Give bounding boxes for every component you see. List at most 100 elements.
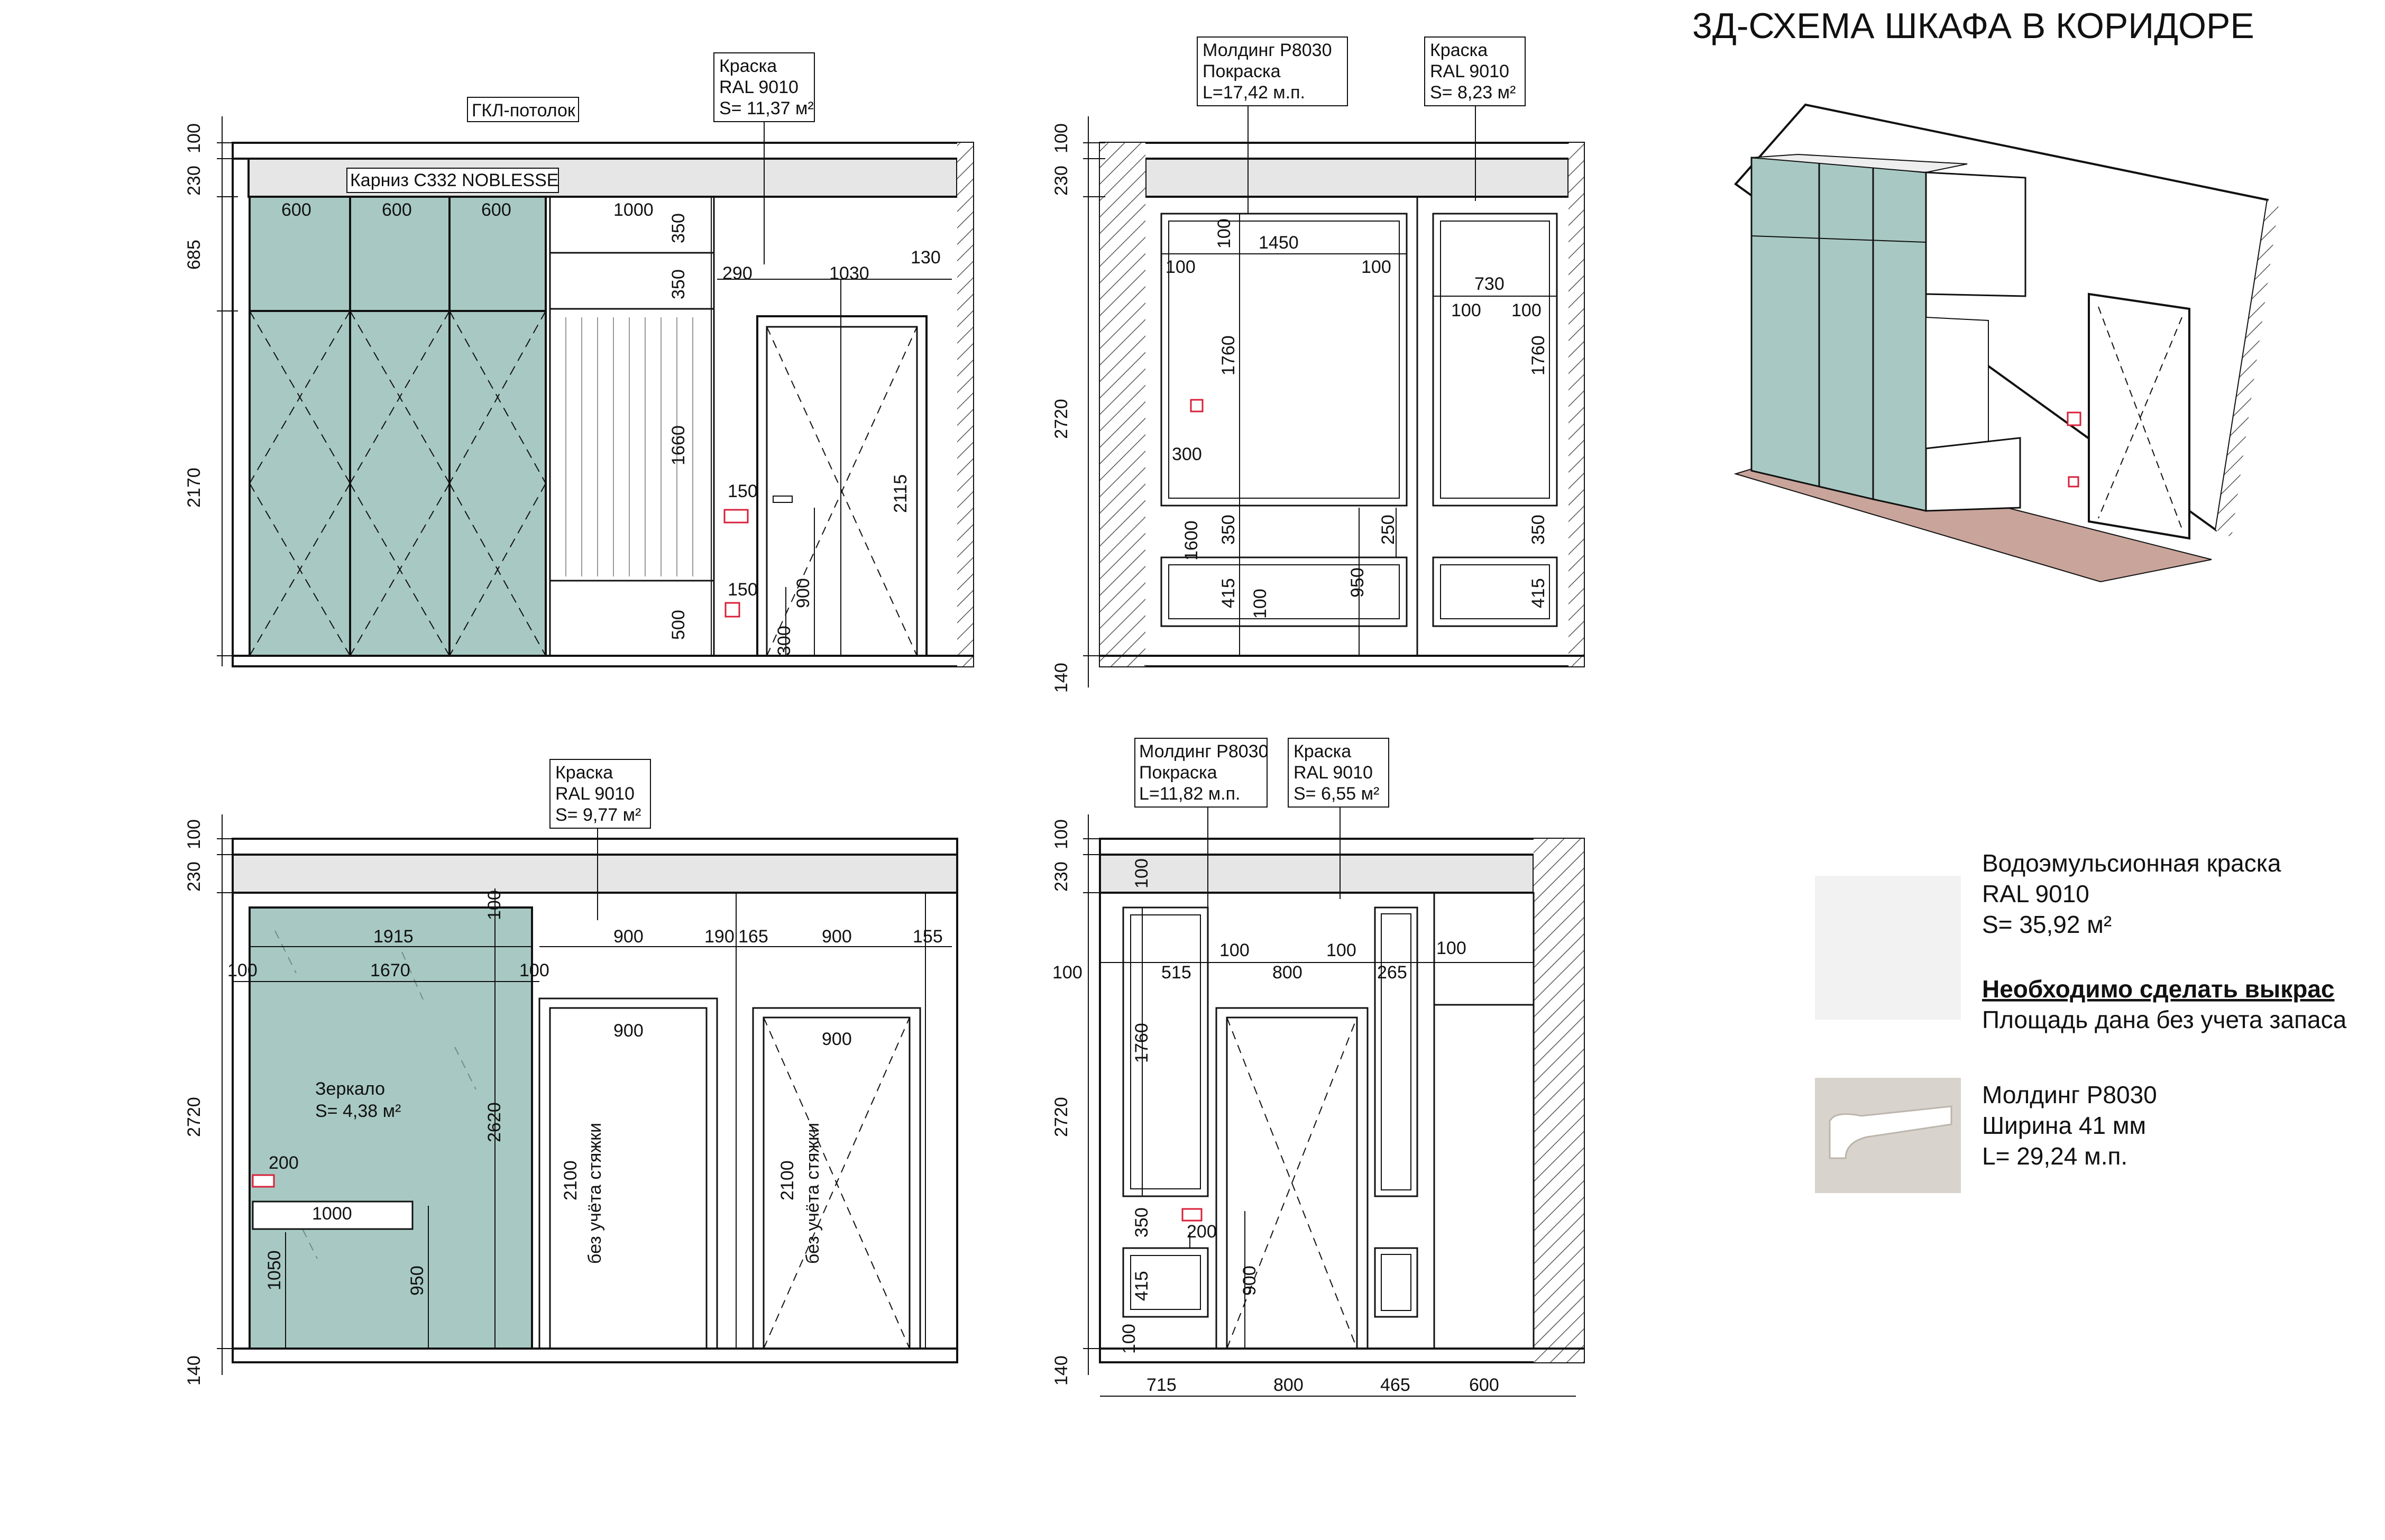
dim-label: 800 [1272,962,1302,983]
callout-line: Краска [555,763,613,783]
isometric-3d-view [1733,103,2279,583]
legend-molding-title: Молдинг Р8030 [1982,1081,2157,1108]
sheet-title: 3Д-СХЕМА ШКАФА В КОРИДОРЕ [1692,6,2254,46]
dim-label: 300 [774,626,794,656]
dim-label: 2170 [184,468,204,508]
callout-paint-v3 [549,759,651,829]
mirror-label: Зеркало [315,1079,385,1099]
dim-label: 300 [1172,444,1202,464]
dim-label: 100 [1361,257,1391,277]
callout-paint-v2 [1424,36,1526,106]
callout-line: Краска [1294,741,1351,762]
dim-label: 1760 [1528,335,1548,375]
dim-label: 1660 [668,425,689,465]
callout-line: L=17,42 м.п. [1203,82,1305,103]
callout-line: RAL 9010 [1430,61,1509,81]
dim-label: 155 [913,927,943,947]
callout-line: S= 9,77 м² [555,805,641,825]
dim-label: 730 [1474,274,1505,294]
dim-label: 100 [1051,123,1071,153]
dim-label: 100 [1052,962,1083,983]
dim-label: 350 [668,269,689,299]
dim-label: 1760 [1132,1023,1152,1063]
dim-label: 2620 [484,1102,504,1142]
dim-label: 230 [184,861,204,892]
cornice-label: Карниз С332 NOBLESSE [350,170,558,190]
molding-icon [1829,1105,1952,1159]
door-note: без учёта стяжки [803,1123,823,1264]
dim-label: 1600 [1181,520,1201,561]
dim-label: 100 [1436,938,1466,958]
dim-label: 1915 [373,927,414,947]
callout-line: RAL 9010 [555,784,635,804]
legend-paint-area: S= 35,92 м² [1982,911,2112,938]
dim-label: 950 [1347,567,1368,598]
dim-label: 100 [1451,300,1481,320]
callout-line: Молдинг Р8030 [1139,741,1268,762]
dim-label: 350 [1218,515,1239,545]
elevation-view-2 [1083,116,1585,688]
dim-label: 900 [1240,1266,1260,1296]
dim-label: 140 [1051,663,1071,693]
dim-label: 100 [1051,819,1071,849]
dim-label: 100 [519,960,549,980]
wardrobe-glass [249,196,547,657]
dim-label: 100 [1166,257,1196,277]
legend: Водоэмульсионная краска RAL 9010 S= 35,9… [1815,849,2347,1193]
callout-line: S= 11,37 м² [719,98,814,118]
callout-line: Молдинг Р8030 [1203,40,1332,60]
dim-label: 515 [1161,962,1191,983]
dim-label: 685 [184,240,204,270]
wall-hatch [957,143,973,666]
mirror-area: S= 4,38 м² [315,1101,401,1121]
elevation-view-4 [1083,814,1585,1397]
dim-label: 600 [382,200,412,220]
dim-label: 230 [1051,861,1071,892]
dim-label: 415 [1218,578,1239,608]
dim-label: 100 [484,890,504,920]
callout-molding-v4 [1134,738,1268,808]
dim-label: 1670 [370,960,410,980]
dim-label: 100 [1511,300,1542,320]
dim-label: 100 [184,819,204,849]
callout-line: Покраска [1139,763,1217,783]
elevation-view-1 [217,116,974,667]
dim-label: 350 [1132,1207,1152,1238]
dim-label: 140 [1051,1355,1071,1386]
dim-label: 100 [227,960,258,980]
dim-label: 100 [1214,218,1234,249]
dim-label: 1000 [312,1204,352,1224]
dim-label: 100 [1132,858,1152,888]
dim-label: 1030 [829,263,869,283]
paint-swatch [1815,876,1961,1020]
dim-label: 190 [704,927,735,947]
callout-paint-v4 [1288,738,1389,808]
callout-line: S= 8,23 м² [1430,82,1516,103]
dim-label: 265 [1377,962,1407,983]
dim-label: 2720 [1051,1097,1071,1137]
dim-label: 2100 [777,1160,797,1200]
legend-paint-color: RAL 9010 [1982,880,2089,908]
dim-label: 2720 [1051,399,1071,439]
dim-label: 600 [281,200,311,220]
dim-label: 900 [822,1029,852,1049]
dim-label: 900 [793,578,813,608]
dim-label: 715 [1146,1375,1177,1395]
dim-label: 500 [668,610,689,640]
dim-label: 415 [1132,1271,1152,1301]
dim-label: 2720 [184,1097,204,1137]
dim-label: 2100 [561,1160,581,1200]
legend-molding-width: Ширина 41 мм [1982,1112,2146,1139]
dim-label: 100 [1119,1324,1139,1354]
dim-label: 150 [728,481,758,501]
elevation-view-3 [217,814,958,1375]
dim-label: 1450 [1259,233,1299,253]
callout-line: Краска [719,56,777,76]
dim-label: 900 [822,927,852,947]
callout-line: RAL 9010 [1294,763,1373,783]
dim-label: 600 [481,200,511,220]
dim-label: 140 [184,1355,204,1386]
dim-label: 230 [184,166,204,196]
ceiling-label: ГКЛ-потолок [472,100,576,121]
